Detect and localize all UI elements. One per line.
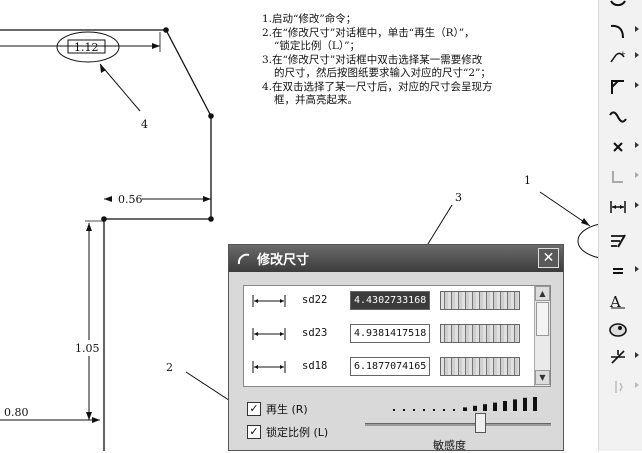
text-icon: A [607,290,629,312]
modify-dimensions-dialog: 修改尺寸 ✕ sd22 4.4302733168 sd23 4.93814175… [228,244,564,452]
trim-button[interactable] [599,344,642,370]
callout-3: 3 [455,191,462,204]
spline-icon [607,106,629,128]
dim-text-bottom: 0.80 [4,406,29,419]
mirror-button[interactable] [599,374,642,400]
arc-icon [607,0,629,16]
lock-scale-label: 锁定比例 (L) [266,426,329,439]
callout-1: 1 [524,174,531,187]
sensitivity-slider-track[interactable] [365,423,551,426]
sensitivity-tick [533,397,537,411]
sensitivity-tick [453,409,455,411]
constraint-icon [607,260,629,282]
scroll-up-icon[interactable]: ▲ [535,286,550,301]
dimension-row[interactable]: sd22 4.4302733168 [244,286,534,316]
dimension-value-field[interactable]: 6.1877074165 [350,357,430,376]
dim-text-mid: 0.56 [118,193,143,206]
constraint-button[interactable] [599,258,642,284]
mirror-icon [607,376,629,398]
dimension-button[interactable] [599,194,642,220]
fillet-icon: + [607,46,629,68]
text-button[interactable]: A [599,288,642,314]
point-button[interactable] [599,134,642,160]
dialog-title-bar[interactable]: 修改尺寸 [229,245,563,272]
sensitivity-tick [523,397,527,411]
chamfer-icon [607,76,629,98]
linear-dimension-icon [252,328,286,340]
list-scrollbar[interactable]: ▲ ▼ [534,286,550,386]
dialog-app-icon [237,253,250,264]
sensitivity-tick [443,409,445,411]
linear-dimension-icon [252,361,286,373]
instruction-step-3: 3.在“修改尺寸”对话框中双击选择某一需要修改的尺寸，然后按图纸要求输入对应的尺… [262,53,491,80]
dimension-list: sd22 4.4302733168 sd23 4.9381417518 sd18… [243,285,551,387]
dimension-row[interactable]: sd18 6.1877074165 [244,352,534,382]
dimension-row[interactable]: sd23 4.9381417518 [244,319,534,349]
sensitivity-tick [433,409,435,411]
chamfer-button[interactable] [599,74,642,100]
dimension-thumbwheel[interactable] [440,291,520,310]
dimension-value-field[interactable]: 4.4302733168 [350,291,430,310]
arc-button[interactable] [599,0,642,18]
dim-text-top: 1.12 [74,41,99,54]
scroll-thumb[interactable] [536,302,549,336]
fillet-button[interactable]: + [599,44,642,70]
callout-line-4 [99,63,141,112]
sensitivity-tick [513,399,517,411]
modify-button[interactable] [599,228,642,254]
arc-tangent-icon [607,20,629,42]
coordinate-system-button[interactable] [599,164,642,190]
highlight-ellipse-dim [56,31,120,63]
regenerate-label: 再生 (R) [266,403,308,416]
sensitivity-tick [483,404,487,411]
close-button[interactable]: ✕ [538,248,559,268]
lock-scale-option[interactable]: ✓ 锁定比例 (L) [247,424,328,440]
sketch-toolbar: + A [598,0,642,451]
dimension-name: sd18 [302,360,328,372]
sensitivity-slider-thumb[interactable] [475,413,487,433]
callout-2: 2 [166,361,173,374]
spline-button[interactable] [599,104,642,130]
dimension-icon [607,196,629,218]
linear-dimension-icon [252,295,286,307]
sensitivity-scale [393,397,537,411]
arc-tangent-button[interactable] [599,18,642,44]
profile-line [0,29,212,451]
dimension-thumbwheel[interactable] [440,324,520,343]
svg-text:A: A [609,293,621,311]
dimension-thumbwheel[interactable] [440,357,520,376]
palette-button[interactable] [599,316,642,342]
sensitivity-tick [503,401,507,411]
regenerate-option[interactable]: ✓ 再生 (R) [247,401,308,417]
instruction-step-2: 2.在“修改尺寸”对话框中，单击“再生（R）”，“锁定比例（L）”； [262,26,475,53]
trim-icon [607,346,629,368]
dim-text-vertical: 1.05 [75,342,100,355]
svg-text:+: + [620,50,626,58]
coordinate-system-icon [607,166,629,188]
point-icon [607,136,629,158]
callout-4: 4 [141,118,148,131]
dimension-value-field[interactable]: 4.9381417518 [350,324,430,343]
sensitivity-tick [493,402,497,411]
sensitivity-tick [473,405,477,411]
dimension-name: sd23 [302,327,328,339]
instruction-step-1: 1.启动“修改”命令； [262,13,357,25]
sensitivity-tick [403,409,405,411]
instruction-step-4: 4.在双击选择了某一尺寸后，对应的尺寸会呈现方框，并高亮起来。 [262,80,493,107]
sensitivity-tick [463,407,467,411]
lock-scale-checkbox[interactable]: ✓ [247,425,261,439]
modify-icon [607,230,629,252]
sensitivity-tick [413,409,415,411]
scroll-down-icon[interactable]: ▼ [535,370,550,385]
sensitivity-label: 敏感度 [433,439,466,452]
palette-icon [607,318,629,340]
instruction-text: 1.启动“修改”命令； 2.在“修改尺寸”对话框中，单击“再生（R）”，“锁定比… [262,13,562,108]
dialog-title: 修改尺寸 [257,253,310,268]
callout-line-1 [539,191,591,227]
dimension-name: sd22 [302,294,328,306]
highlight-ellipse-tool [577,223,600,259]
sensitivity-tick [423,409,425,411]
regenerate-checkbox[interactable]: ✓ [247,402,261,416]
sensitivity-tick [393,409,395,411]
